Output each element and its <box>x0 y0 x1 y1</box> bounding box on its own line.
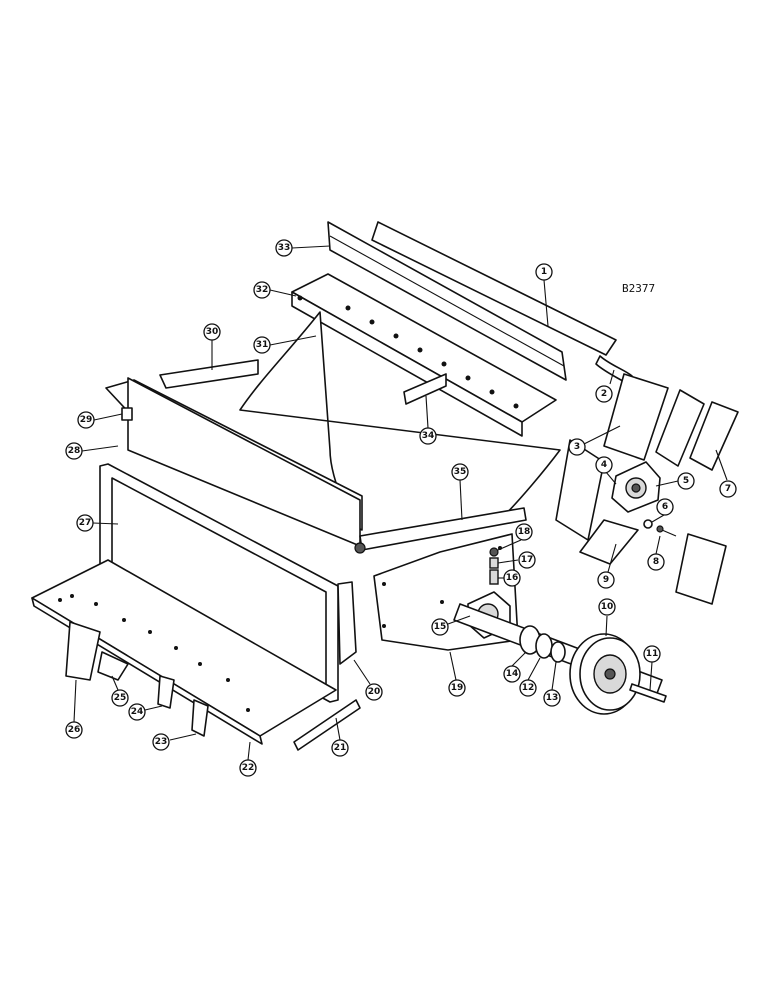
svg-text:3: 3 <box>574 442 580 452</box>
part-3-paddle <box>555 373 669 541</box>
part-21-strap <box>293 699 361 751</box>
svg-text:30: 30 <box>206 327 219 337</box>
callout-29: 29 <box>77 411 95 429</box>
callout-layer: 1 2 3 4 5 6 7 8 9 10 11 12 13 <box>65 239 737 777</box>
callout-28: 28 <box>65 442 83 460</box>
part-34-bracket <box>403 373 447 405</box>
svg-text:25: 25 <box>114 693 127 703</box>
svg-text:33: 33 <box>278 243 291 253</box>
part-30-tie-strap <box>159 359 259 389</box>
svg-text:17: 17 <box>521 555 534 565</box>
callout-23: 23 <box>152 733 170 751</box>
callout-10: 10 <box>598 598 616 616</box>
callout-25: 25 <box>111 689 129 707</box>
callout-16: 16 <box>503 569 521 587</box>
part-4-paddle <box>579 389 705 565</box>
svg-text:19: 19 <box>451 683 464 693</box>
part-29-clip <box>121 407 133 421</box>
svg-text:12: 12 <box>522 683 535 693</box>
svg-text:7: 7 <box>725 484 731 494</box>
svg-text:4: 4 <box>601 460 607 470</box>
part-10-pulley <box>569 633 641 715</box>
callout-8: 8 <box>647 553 665 571</box>
callout-17: 17 <box>518 551 536 569</box>
svg-text:22: 22 <box>242 763 255 773</box>
callout-30: 30 <box>203 323 221 341</box>
svg-text:28: 28 <box>68 446 81 456</box>
callout-22: 22 <box>239 759 257 777</box>
svg-text:9: 9 <box>603 575 609 585</box>
svg-text:2: 2 <box>601 389 607 399</box>
svg-text:27: 27 <box>79 518 92 528</box>
callout-31: 31 <box>253 336 271 354</box>
callout-19: 19 <box>448 679 466 697</box>
callout-4: 4 <box>595 456 613 474</box>
part-12-collar <box>535 633 553 659</box>
svg-text:5: 5 <box>683 476 689 486</box>
svg-text:26: 26 <box>68 725 81 735</box>
part-8-bolt <box>656 525 677 537</box>
svg-text:1: 1 <box>541 267 547 277</box>
svg-text:24: 24 <box>131 707 144 717</box>
part-23-tooth <box>191 699 209 737</box>
callout-26: 26 <box>65 721 83 739</box>
part-32-notched-bar <box>291 273 557 437</box>
svg-text:10: 10 <box>601 602 614 612</box>
svg-text:11: 11 <box>646 649 659 659</box>
part-11-key <box>629 683 667 703</box>
callout-14: 14 <box>503 665 521 683</box>
svg-text:23: 23 <box>155 737 168 747</box>
callout-13: 13 <box>543 689 561 707</box>
callout-5: 5 <box>677 472 695 490</box>
svg-text:31: 31 <box>256 340 269 350</box>
svg-text:8: 8 <box>653 557 659 567</box>
callout-32: 32 <box>253 281 271 299</box>
callout-9: 9 <box>597 571 615 589</box>
svg-text:14: 14 <box>506 669 519 679</box>
callout-34: 34 <box>419 427 437 445</box>
svg-text:21: 21 <box>334 743 347 753</box>
callout-27: 27 <box>76 514 94 532</box>
callout-18: 18 <box>515 523 533 541</box>
part-6-washer <box>643 519 653 529</box>
part-20-gusset <box>337 581 357 665</box>
part-16-spring <box>489 569 499 585</box>
part-33-angle-strip <box>327 221 567 381</box>
part-25-bracket <box>97 651 129 681</box>
svg-text:15: 15 <box>434 622 447 632</box>
part-17-spring <box>489 557 499 569</box>
svg-text:35: 35 <box>454 467 467 477</box>
svg-text:34: 34 <box>422 431 435 441</box>
callout-7: 7 <box>719 480 737 498</box>
part-7-paddle <box>675 401 739 605</box>
callout-20: 20 <box>365 683 383 701</box>
svg-text:32: 32 <box>256 285 269 295</box>
callout-1: 1 <box>535 263 553 281</box>
callout-6: 6 <box>656 498 674 516</box>
callout-2: 2 <box>595 385 613 403</box>
reference-code: B2377 <box>622 282 655 295</box>
part-18-nut <box>489 547 499 557</box>
callout-24: 24 <box>128 703 146 721</box>
callout-12: 12 <box>519 679 537 697</box>
svg-text:16: 16 <box>506 573 519 583</box>
part-5-hub <box>611 461 661 513</box>
callout-33: 33 <box>275 239 293 257</box>
svg-text:29: 29 <box>80 415 93 425</box>
callout-3: 3 <box>568 438 586 456</box>
part-35-cross-bar <box>354 507 527 554</box>
part-26-scraper <box>65 621 101 681</box>
part-1-long-angle <box>371 221 617 356</box>
callout-21: 21 <box>331 739 349 757</box>
svg-text:20: 20 <box>368 687 381 697</box>
callout-15: 15 <box>431 618 449 636</box>
svg-text:18: 18 <box>518 527 531 537</box>
part-24-tooth <box>157 675 175 709</box>
svg-text:6: 6 <box>662 502 668 512</box>
callout-11: 11 <box>643 645 661 663</box>
svg-text:13: 13 <box>546 693 559 703</box>
part-13-collar <box>550 641 566 663</box>
callout-35: 35 <box>451 463 469 481</box>
